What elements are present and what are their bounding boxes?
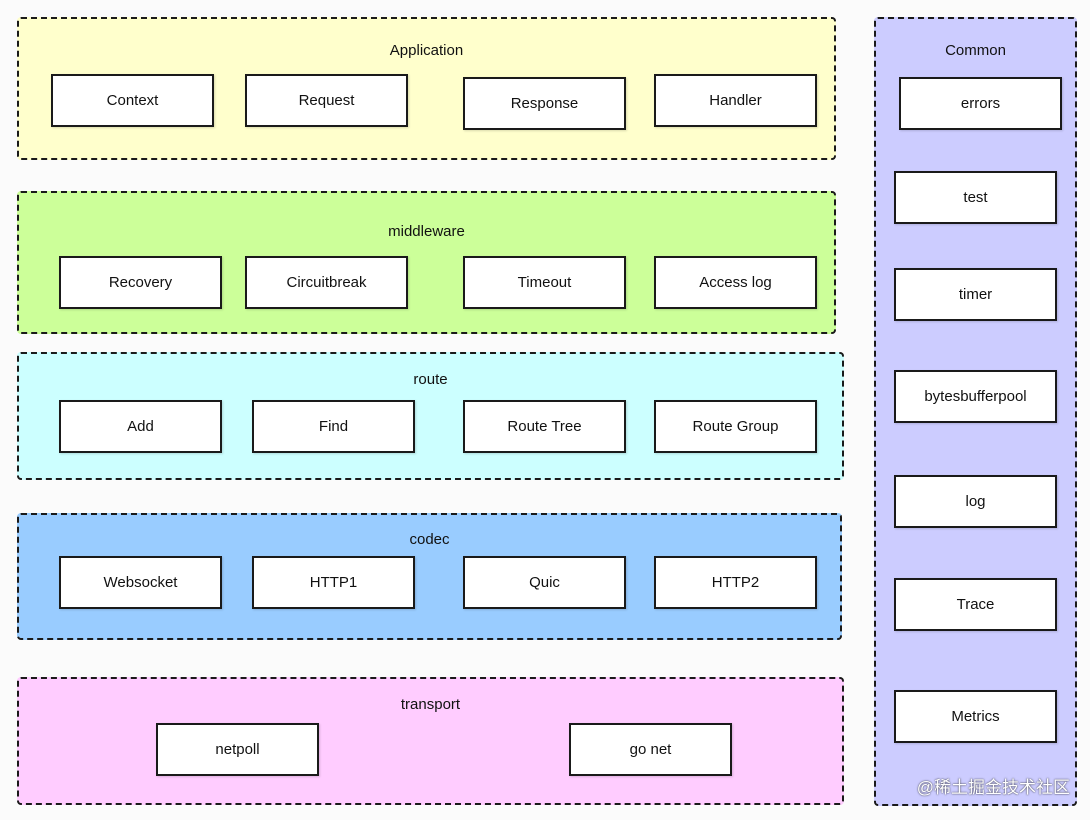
log-box: log (894, 475, 1057, 528)
watermark: @稀土掘金技术社区 (916, 778, 1070, 797)
common-layer-title: Common (945, 42, 1006, 59)
request-box: Request (245, 74, 408, 127)
route-tree-box: Route Tree (463, 400, 626, 453)
errors-box: errors (899, 77, 1062, 130)
middleware-layer-title: middleware (388, 223, 465, 240)
route-group-box: Route Group (654, 400, 817, 453)
websocket-box: Websocket (59, 556, 222, 609)
go-net-box: go net (569, 723, 732, 776)
codec-layer-title: codec (409, 531, 450, 548)
http1-box: HTTP1 (252, 556, 415, 609)
circuitbreak-box: Circuitbreak (245, 256, 408, 309)
access-log-box: Access log (654, 256, 817, 309)
timer-box: timer (894, 268, 1057, 321)
timeout-box: Timeout (463, 256, 626, 309)
find-box: Find (252, 400, 415, 453)
http2-box: HTTP2 (654, 556, 817, 609)
add-box: Add (59, 400, 222, 453)
response-box: Response (463, 77, 626, 130)
metrics-box: Metrics (894, 690, 1057, 743)
context-box: Context (51, 74, 214, 127)
transport-layer-title: transport (400, 696, 461, 713)
test-box: test (894, 171, 1057, 224)
route-layer-title: route (413, 371, 448, 388)
quic-box: Quic (463, 556, 626, 609)
bytesbufferpool-box: bytesbufferpool (894, 370, 1057, 423)
trace-box: Trace (894, 578, 1057, 631)
recovery-box: Recovery (59, 256, 222, 309)
handler-box: Handler (654, 74, 817, 127)
netpoll-box: netpoll (156, 723, 319, 776)
application-layer-title: Application (389, 42, 464, 59)
